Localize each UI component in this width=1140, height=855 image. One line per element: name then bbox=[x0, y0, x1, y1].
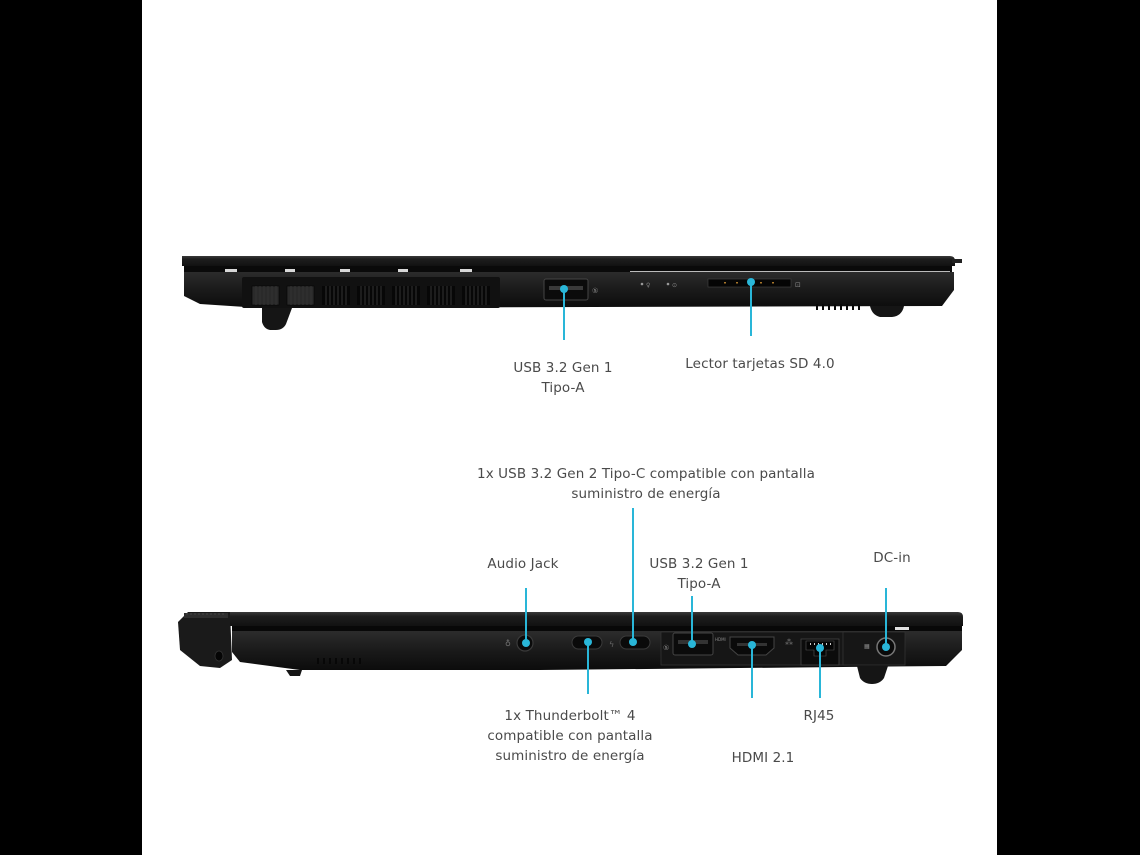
label-line: Lector tarjetas SD 4.0 bbox=[685, 356, 835, 372]
label-line: 1x USB 3.2 Gen 2 Tipo-C compatible con p… bbox=[477, 466, 815, 482]
svg-text:⑤: ⑤ bbox=[663, 644, 669, 652]
callout-thunderbolt bbox=[584, 638, 592, 694]
callout-dc-in bbox=[882, 588, 890, 651]
svg-text:HDMI: HDMI bbox=[715, 637, 726, 642]
label-line: USB 3.2 Gen 1 bbox=[513, 360, 613, 376]
svg-text:⊙: ⊙ bbox=[672, 282, 677, 289]
label-line: DC-in bbox=[873, 550, 911, 566]
label-line: HDMI 2.1 bbox=[731, 750, 795, 766]
label-usb-a-left: USB 3.2 Gen 1 Tipo-A bbox=[513, 358, 612, 398]
label-line: compatible con pantalla bbox=[487, 728, 653, 744]
label-line: suministro de energía bbox=[495, 748, 645, 764]
callout-audio-jack bbox=[522, 588, 530, 647]
svg-text:⁂: ⁂ bbox=[785, 637, 793, 647]
white-panel bbox=[142, 0, 997, 855]
label-line: USB 3.2 Gen 1 bbox=[649, 556, 749, 572]
label-sd-reader: Lector tarjetas SD 4.0 bbox=[685, 354, 834, 374]
callout-usb-c bbox=[629, 508, 637, 646]
label-audio-jack: Audio Jack bbox=[487, 554, 558, 574]
svg-text:♀: ♀ bbox=[646, 282, 650, 289]
label-usb-c: 1x USB 3.2 Gen 2 Tipo-C compatible con p… bbox=[477, 464, 815, 504]
label-line: Audio Jack bbox=[487, 556, 559, 572]
label-line: suministro de energía bbox=[571, 486, 721, 502]
label-line: Tipo-A bbox=[541, 380, 585, 396]
svg-text:⊡: ⊡ bbox=[795, 281, 801, 289]
label-dc-in: DC-in bbox=[873, 548, 911, 568]
callout-rj45 bbox=[816, 644, 824, 698]
svg-text:♁: ♁ bbox=[505, 639, 511, 648]
callout-usb-a-right bbox=[688, 596, 696, 648]
label-hdmi: HDMI 2.1 bbox=[732, 748, 795, 768]
laptop-right-side: ♁ ϟ ⑤ HDMI ⁂ bbox=[178, 612, 963, 684]
svg-text:ϟ: ϟ bbox=[609, 640, 614, 649]
callout-usb-a-left bbox=[560, 285, 568, 340]
label-line: Tipo-A bbox=[677, 576, 721, 592]
label-usb-a-right: USB 3.2 Gen 1 Tipo-A bbox=[649, 554, 748, 594]
svg-text:▦: ▦ bbox=[864, 643, 870, 650]
callout-sd-reader bbox=[747, 278, 755, 336]
laptop-left-side: ⑤ ♀ ⊙ ⊡ bbox=[182, 256, 962, 330]
usb-speed-icon: ⑤ bbox=[592, 287, 598, 295]
label-thunderbolt: 1x Thunderbolt™ 4 compatible con pantall… bbox=[487, 706, 652, 766]
label-rj45: RJ45 bbox=[804, 706, 835, 726]
label-line: 1x Thunderbolt™ 4 bbox=[504, 708, 636, 724]
label-line: RJ45 bbox=[803, 708, 835, 724]
callout-hdmi bbox=[748, 641, 756, 698]
